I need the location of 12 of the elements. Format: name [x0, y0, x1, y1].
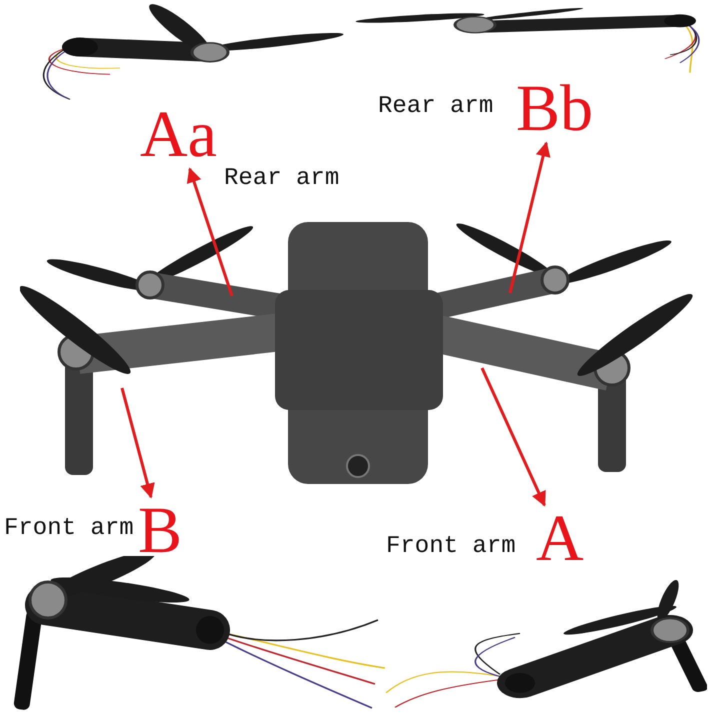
arrow: [120, 388, 155, 499]
arm-letter: Bb: [516, 78, 594, 140]
arm-letter: Aa: [140, 104, 217, 166]
arrow: [186, 167, 234, 296]
arm-label: Front arm: [4, 516, 134, 542]
arrow: [480, 367, 546, 507]
arm-letter: A: [536, 508, 584, 570]
arm-letter: B: [138, 500, 182, 562]
arm-label: Front arm: [386, 534, 516, 560]
arm-label: Rear arm: [224, 166, 340, 192]
arm-label: Rear arm: [378, 94, 494, 120]
arrow: [508, 141, 550, 294]
